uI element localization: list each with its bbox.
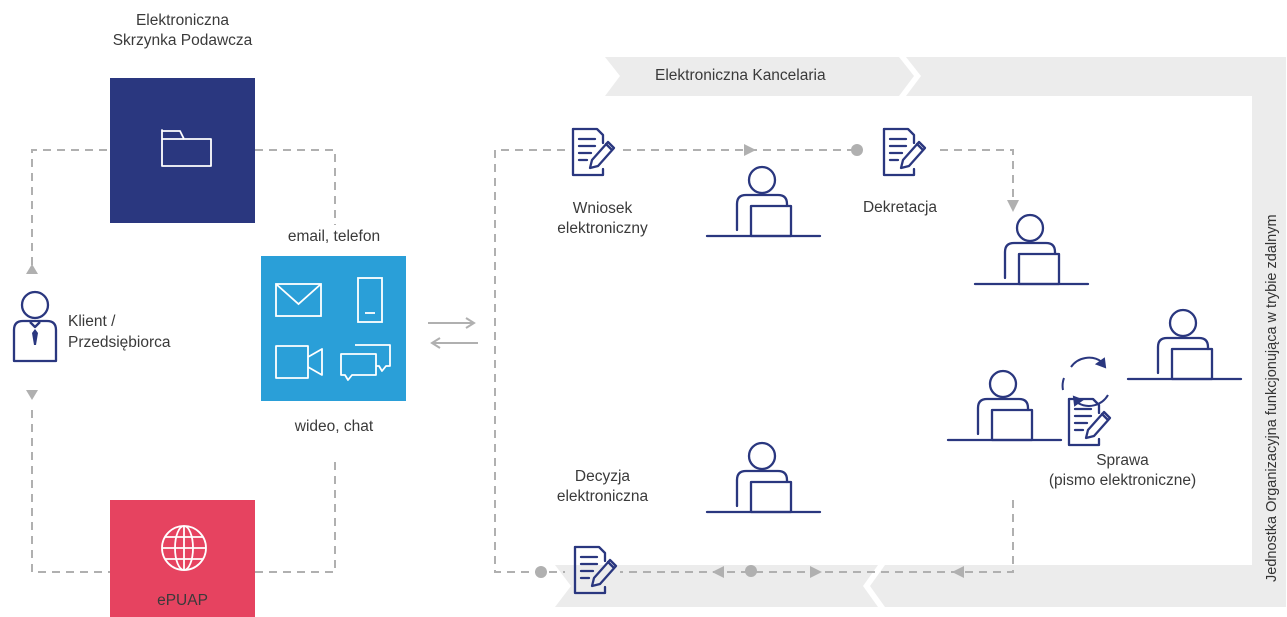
sprawa-label-line2: (pismo elektroniczne) [1048, 472, 1197, 489]
email-telefon-label: email, telefon [287, 228, 381, 245]
globe-icon [161, 525, 207, 571]
contact-box[interactable] [261, 256, 406, 401]
wniosek-label-line2: elektroniczny [557, 220, 648, 237]
wideo-chat-label: wideo, chat [294, 418, 374, 435]
arrow-down [26, 390, 38, 400]
process-loop [494, 149, 1014, 573]
client-label-line2: Przedsiębiorca [68, 334, 171, 351]
dekretacja-label: Dekretacja [862, 199, 938, 216]
wniosek-label-line1: Wniosek [572, 200, 633, 217]
folder-icon [161, 129, 212, 167]
esp-box[interactable] [110, 78, 255, 223]
epuap-label: ePUAP [157, 592, 208, 609]
worker-at-laptop-icon [973, 213, 1090, 286]
worker-at-laptop-icon [1126, 308, 1243, 381]
exchange-arrows [428, 317, 478, 349]
envelope-icon [275, 283, 322, 317]
esp-label-line1: Elektroniczna [135, 12, 230, 29]
phone-icon [357, 277, 383, 323]
kancelaria-banner-label: Elektroniczna Kancelaria [655, 67, 826, 84]
cycle-arrows-icon [1061, 356, 1109, 407]
document-pen-icon [571, 127, 616, 177]
video-camera-icon [275, 345, 323, 379]
worker-at-laptop-icon [946, 369, 1063, 442]
chat-icon [340, 344, 391, 381]
arrow-up [26, 264, 38, 274]
esp-label-line2: Skrzynka Podawcza [112, 32, 253, 49]
worker-at-laptop-icon [705, 441, 822, 514]
client-label-line1: Klient / [68, 313, 116, 330]
kancelaria-background [555, 57, 1286, 607]
side-label: Jednostka Organizacyjna funkcjonująca w … [1264, 214, 1280, 582]
decyzja-label-line2: elektroniczna [556, 488, 649, 505]
process-markers [535, 144, 1019, 578]
worker-at-laptop-icon [705, 165, 822, 238]
decyzja-label-line1: Decyzja [574, 468, 631, 485]
channel-loop [31, 149, 336, 573]
person-icon [12, 290, 58, 363]
sprawa-label-line1: Sprawa [1096, 452, 1149, 469]
document-pen-icon [882, 127, 927, 177]
